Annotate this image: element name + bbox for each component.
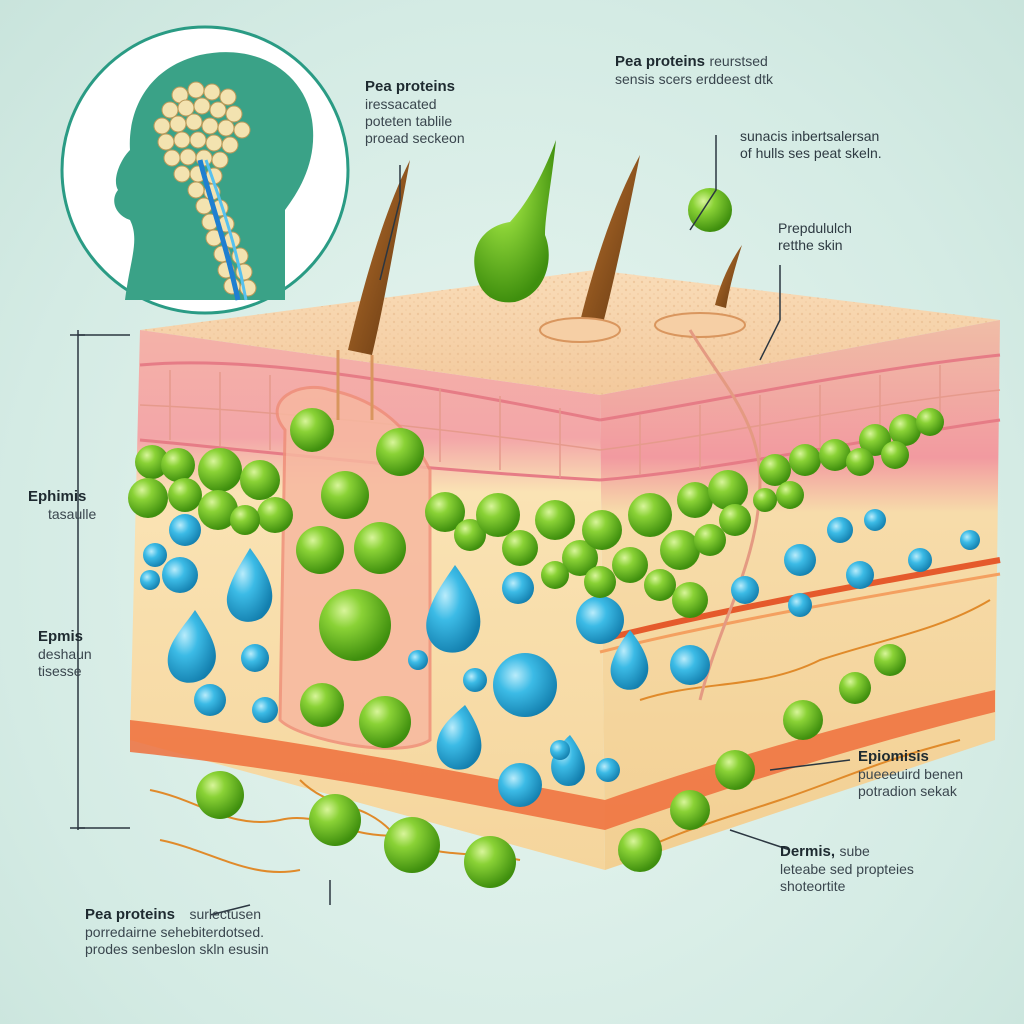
label-left2: Epmis deshaun tisesse	[38, 628, 92, 680]
head-inset	[60, 25, 350, 315]
label-right4-line3: shoteortite	[780, 877, 846, 894]
label-left1-heading: Ephimis	[28, 488, 87, 505]
label-right3-heading: Epiomisis	[858, 748, 929, 765]
label-top-right-heading: Pea proteins	[615, 53, 706, 70]
label-right1-line2: of hulls ses peat skeln.	[740, 144, 882, 161]
label-right4-tail: sube	[839, 843, 870, 859]
label-right2: Prepdululch retthe skin	[778, 220, 852, 254]
label-pea-top-line1: iressacated	[365, 96, 437, 112]
label-bottom-line3: prodes senbeslon skln esusin	[85, 940, 269, 957]
label-pea-top-heading: Pea proteins	[365, 78, 456, 95]
label-right3-line3: potradion sekak	[858, 782, 957, 799]
label-bottom-tail: surlectusen	[189, 906, 262, 922]
label-bottom-heading: Pea proteins	[85, 906, 176, 923]
label-pea-top-line2: poteten tablile	[365, 112, 453, 129]
label-right3-line2: pueeeuird benen	[858, 766, 964, 782]
label-pea-proteins-top-right: Pea proteins reurstsed sensis scers erdd…	[615, 52, 773, 88]
label-pea-proteins-top: Pea proteins iressacated poteten tablile…	[365, 78, 465, 146]
leader-lines	[70, 135, 851, 916]
label-bottom: Pea proteins surlectusen porredairne seh…	[85, 905, 269, 958]
label-right2-line2: retthe skin	[778, 236, 843, 253]
label-right2-line1: Prepdululch	[778, 220, 852, 236]
label-right1: sunacis inbertsalersan of hulls ses peat…	[740, 128, 882, 162]
label-left2-line3: tisesse	[38, 662, 82, 679]
label-right4: Dermis, sube leteabe sed propteies shote…	[780, 842, 914, 895]
label-bottom-line2: porredairne sehebiterdotsed.	[85, 924, 265, 941]
label-left1: Ephimis tasaulle	[28, 488, 96, 523]
label-right4-heading: Dermis,	[780, 843, 836, 860]
label-left2-line2: deshaun	[38, 646, 92, 662]
label-pea-top-line3: proead seckeon	[365, 129, 465, 146]
label-right4-line2: leteabe sed propteies	[780, 861, 914, 878]
label-top-right-tail: reurstsed	[709, 53, 768, 69]
label-top-right-line2: sensis scers erddeest dtk	[615, 71, 773, 88]
label-left2-heading: Epmis	[38, 628, 84, 645]
water-droplets	[140, 509, 980, 807]
label-right1-line1: sunacis inbertsalersan	[740, 128, 880, 144]
label-left1-sub: tasaulle	[48, 506, 97, 522]
pea-protein-spheres	[128, 140, 944, 888]
label-right3: Epiomisis pueeeuird benen potradion seka…	[858, 748, 963, 800]
